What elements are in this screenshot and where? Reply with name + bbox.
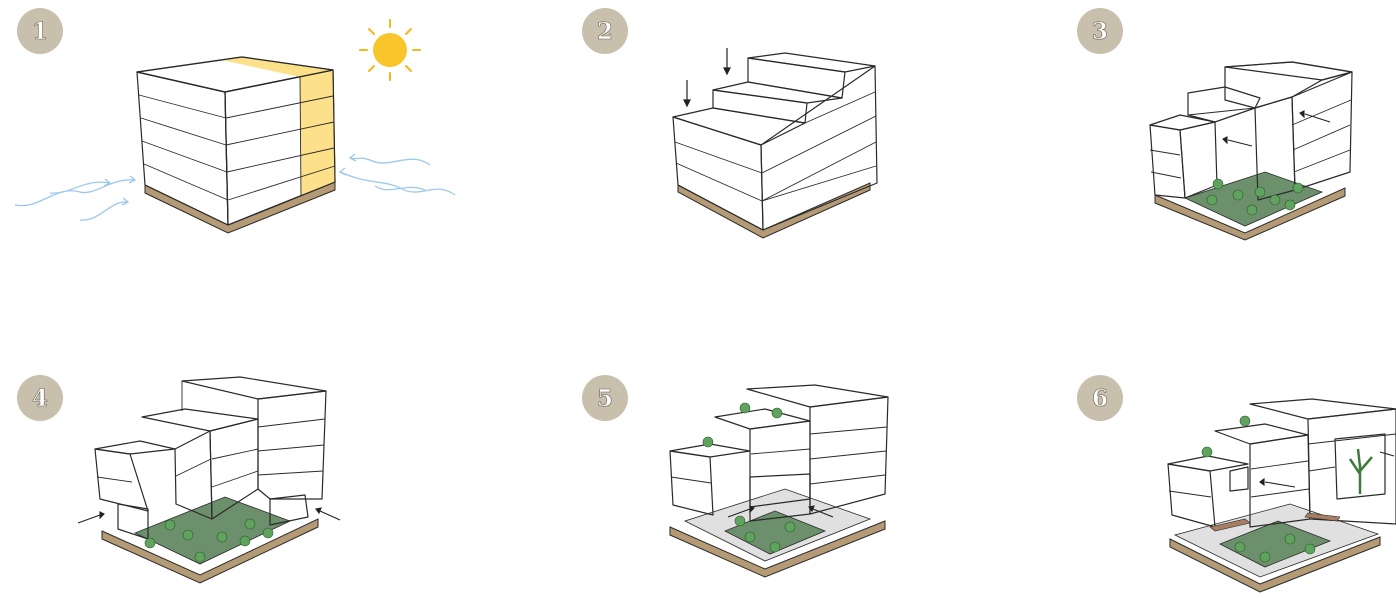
- wind-arrows-right: [340, 154, 455, 195]
- step-3-panel: 3: [1060, 0, 1396, 299]
- courtyard-cut-diagram: [1060, 0, 1396, 299]
- stepped-roof-diagram: [565, 0, 1030, 299]
- massing-cube-diagram: [0, 0, 465, 299]
- step-6-panel: 6: [1060, 299, 1396, 598]
- sun-icon: [360, 20, 420, 80]
- arrow-icon: [1260, 452, 1394, 487]
- step-2-panel: 2: [565, 0, 1030, 299]
- step-1-panel: 1: [0, 0, 465, 299]
- step-5-panel: 5: [565, 299, 1030, 598]
- atrium-diagram: [1060, 299, 1396, 598]
- down-arrow-icon: [684, 48, 730, 106]
- wind-arrows-left: [15, 176, 135, 220]
- step-4-panel: 4: [0, 299, 465, 598]
- green-roofs-diagram: [565, 299, 1030, 598]
- lifted-ground-diagram: [0, 299, 465, 598]
